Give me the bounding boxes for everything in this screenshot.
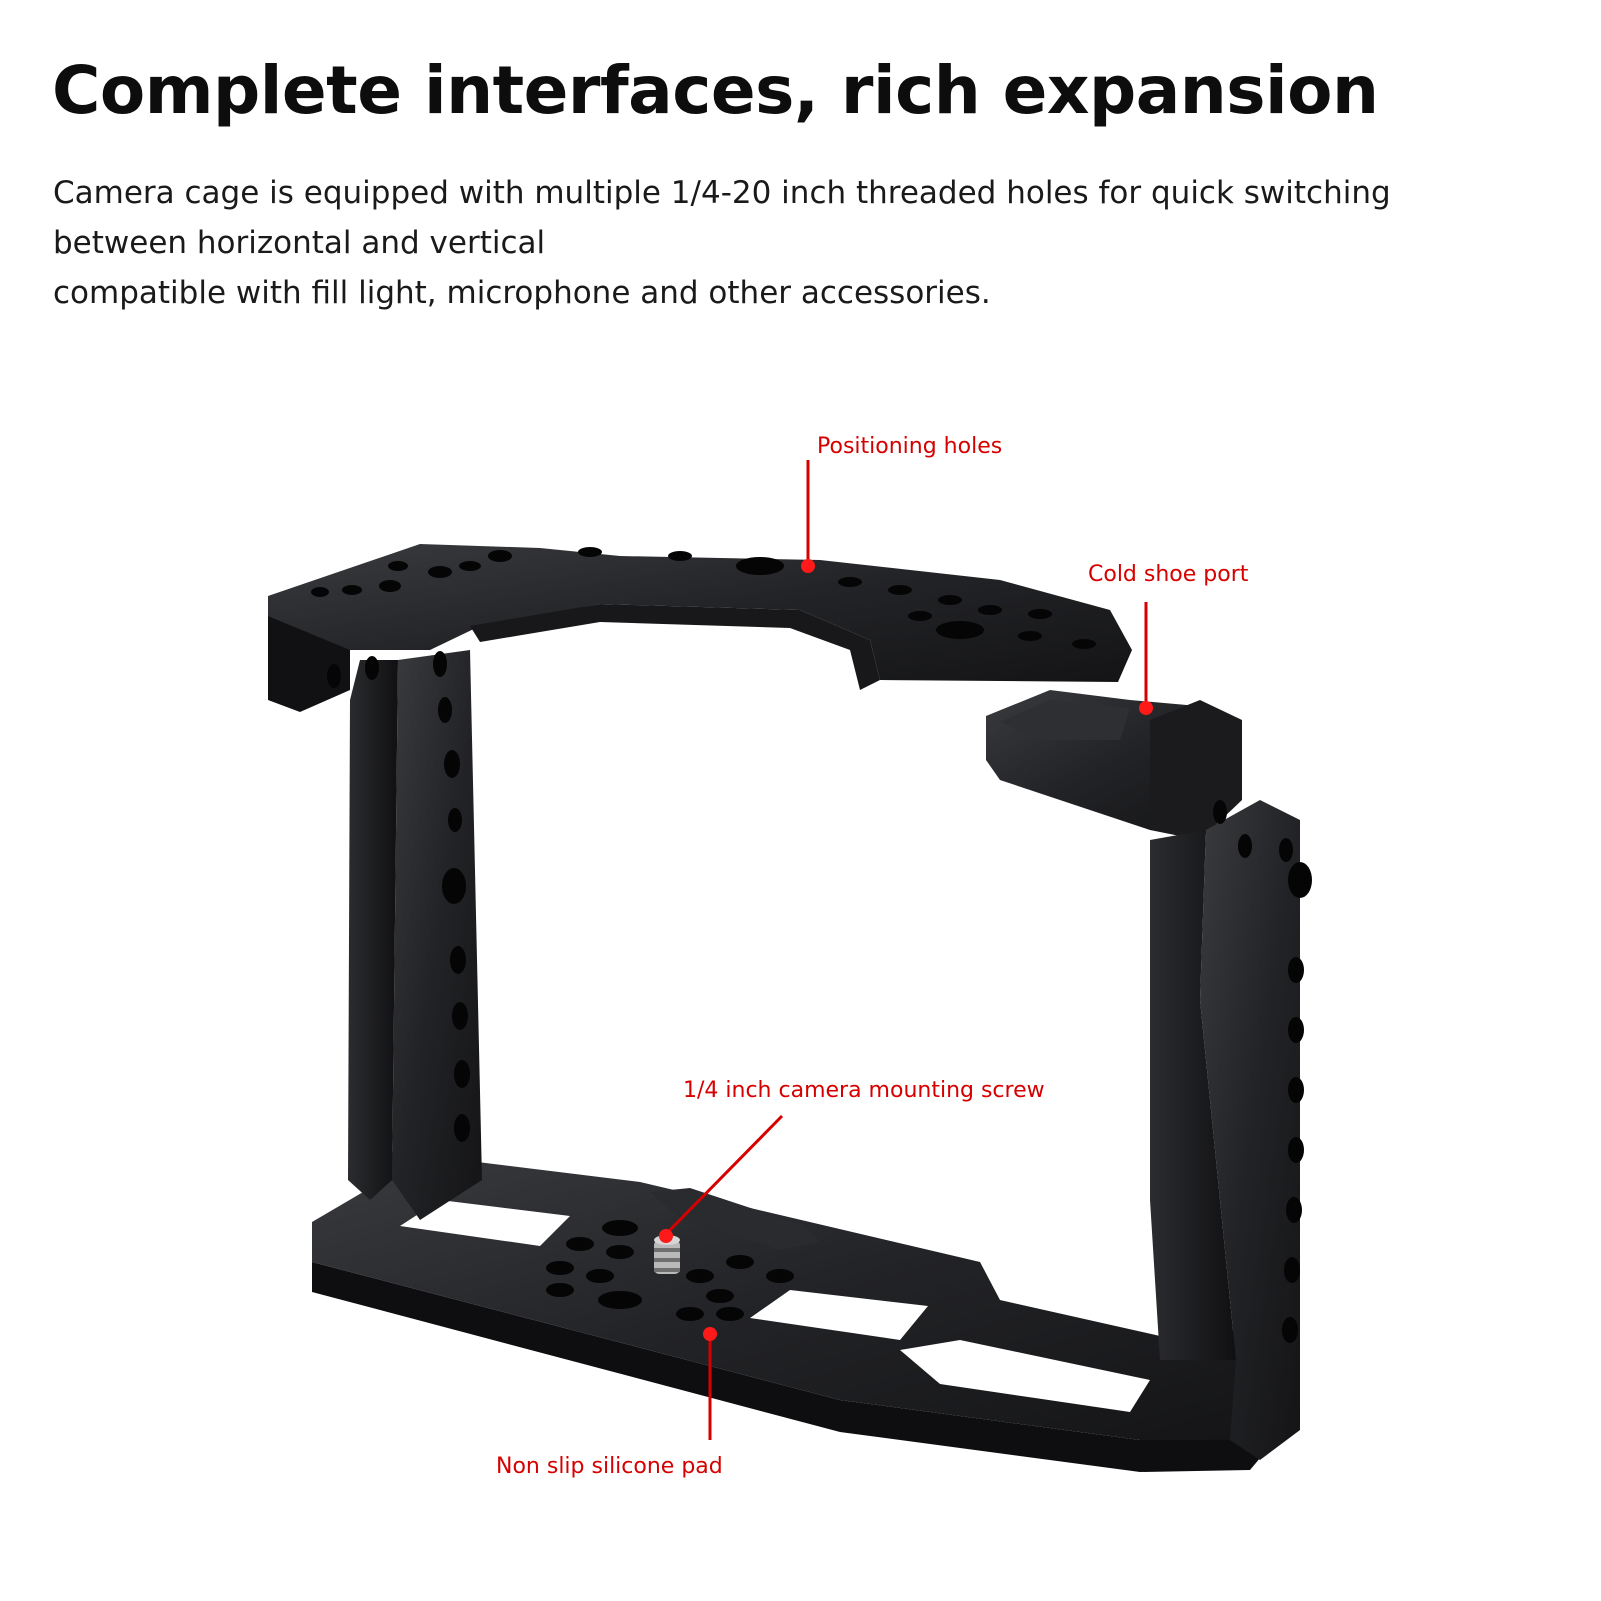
top-plate-holes: [311, 547, 1096, 649]
left-post-holes: [327, 651, 470, 1142]
top-plate-inner-lip: [470, 604, 880, 690]
bottom-plate-holes: [546, 1220, 794, 1321]
description-line-1: Camera cage is equipped with multiple 1/…: [53, 175, 1391, 211]
bottom-plate-edge: [312, 1262, 1292, 1472]
callout-silicone-pad: Non slip silicone pad: [496, 1454, 723, 1479]
top-plate: [268, 544, 1132, 682]
right-post: [1200, 800, 1300, 1460]
right-post-side: [1150, 830, 1236, 1360]
bottom-slot-left: [400, 1200, 570, 1246]
description-line-3: compatible with fill light, microphone a…: [53, 275, 991, 311]
callout-dots: [659, 559, 1153, 1341]
description: Camera cage is equipped with multiple 1/…: [53, 168, 1583, 318]
left-post-side: [348, 660, 398, 1200]
callout-markers: [666, 460, 1148, 1440]
bottom-slot-front: [900, 1340, 1150, 1412]
page-title: Complete interfaces, rich expansion: [52, 52, 1379, 129]
callout-mounting-screw: 1/4 inch camera mounting screw: [683, 1078, 1045, 1103]
cold-shoe-top: [1000, 700, 1130, 740]
right-post-holes: [1213, 800, 1312, 1343]
callout-cold-shoe-port: Cold shoe port: [1088, 562, 1249, 587]
bottom-slot-right: [750, 1290, 928, 1340]
callout-positioning-holes: Positioning holes: [817, 434, 1003, 459]
description-line-2: between horizontal and vertical: [53, 225, 546, 261]
